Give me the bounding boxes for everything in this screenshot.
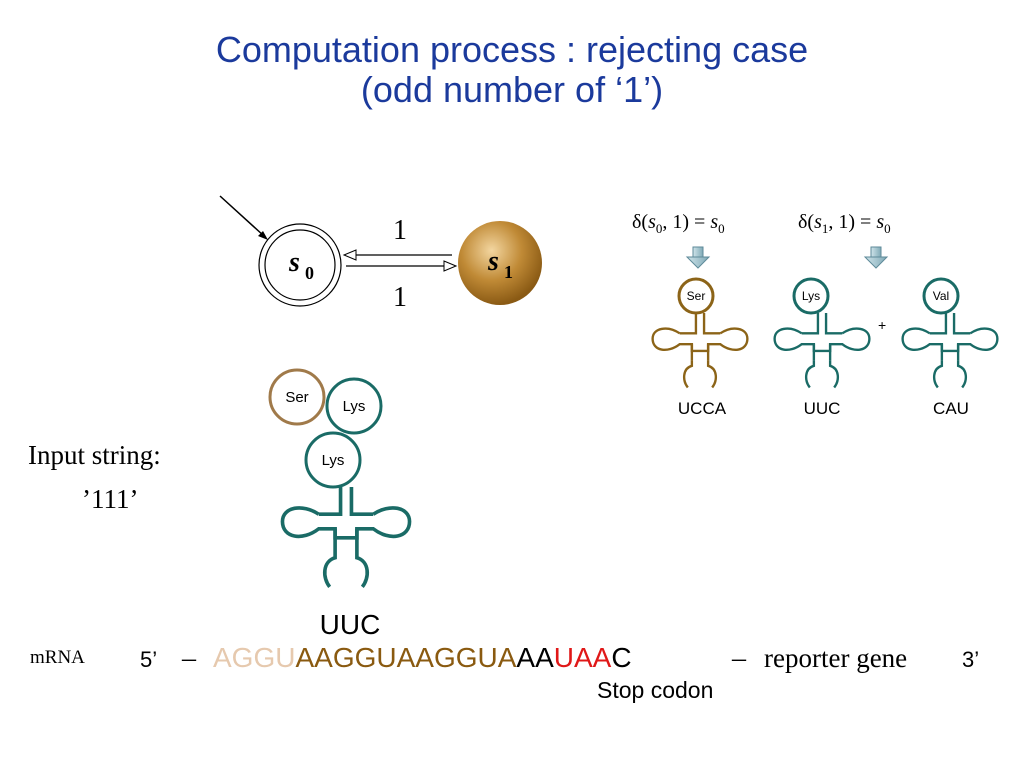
trna-center-body <box>282 487 409 587</box>
trna-ser-anticodon: UCCA <box>678 399 727 418</box>
trna-val-anticodon: CAU <box>933 399 969 418</box>
mrna-dash-left: – <box>181 643 197 674</box>
slide-title: Computation process : rejecting case (od… <box>0 30 1024 110</box>
trna-lys-amino: Lys <box>802 289 820 303</box>
svg-text:AGGUAAGGUAAGGUAAAUAAC: AGGUAAGGUAAGGUAAAUAAC <box>213 642 632 673</box>
state-s1-sub: 1 <box>504 262 513 282</box>
trna-val-body <box>901 311 999 389</box>
stop-codon-label: Stop codon <box>597 677 713 703</box>
trna-right-lys: Lys UUC <box>773 277 871 418</box>
state-s1: s 1 <box>458 221 542 305</box>
transition-1-to-sub: 0 <box>718 221 725 236</box>
peptide-chain: Ser Lys <box>268 368 383 435</box>
start-arrowhead-icon <box>258 231 268 240</box>
down-arrow-icon <box>863 246 889 269</box>
transition-1-to: s <box>710 211 718 233</box>
mrna-seq-black: AA <box>516 642 554 673</box>
mrna-line: mRNA 5’ – AGGUAAGGUAAGGUAAAUAAC – report… <box>30 642 979 703</box>
mrna-seq-end: C <box>611 642 631 673</box>
trna-lys-anticodon: UUC <box>804 399 841 418</box>
mrna-five-prime: 5’ <box>140 647 157 672</box>
input-label: Input string: <box>28 440 161 470</box>
trna-right-ser: Ser UCCA <box>651 277 749 418</box>
edge-bottom-arrowhead-icon <box>443 260 458 272</box>
edge-top-label: 1 <box>393 215 407 246</box>
svg-text:δ(s0, 1) = s0: δ(s0, 1) = s0 <box>632 211 725 236</box>
trna-center-lys-circle <box>304 431 362 489</box>
state-s1-name: s <box>487 246 499 277</box>
chain-ser-circle <box>268 368 326 426</box>
state-s0: s 0 <box>258 223 342 307</box>
down-arrow-icon <box>685 246 711 269</box>
chain-lys-top-label: Lys <box>343 398 366 415</box>
transition-1: δ(s0, 1) = s0 <box>632 211 725 269</box>
transition-2-delta: δ( <box>798 211 814 233</box>
transition-2-symbol: , 1) = <box>828 211 876 233</box>
trna-center-lys-label: Lys <box>322 452 345 469</box>
mrna-stop-codon-seq: UAA <box>554 642 612 673</box>
state-s0-name: s <box>288 247 300 278</box>
transition-1-from-sub: 0 <box>656 221 663 236</box>
chain-ser-label: Ser <box>285 389 308 406</box>
trna-ser-amino: Ser <box>687 289 706 303</box>
mrna-seq-brown: AAGGUAAGGUA <box>295 642 516 673</box>
chain-lys-top-circle <box>325 377 383 435</box>
transition-2-from-sub: 1 <box>822 221 829 236</box>
title-line-1: Computation process : rejecting case <box>215 29 809 70</box>
state-s0-sub: 0 <box>305 263 314 283</box>
state-s1-circle <box>458 221 542 305</box>
transition-2-from: s <box>814 211 822 233</box>
title-line-2: (odd number of ‘1’) <box>360 69 664 110</box>
mrna-three-prime: 3’ <box>962 647 979 672</box>
trna-lys-body <box>773 311 871 389</box>
mrna-label: mRNA <box>30 647 85 668</box>
transition-2: δ(s1, 1) = s0 <box>798 211 891 269</box>
trna-ser-body <box>651 311 749 389</box>
svg-text:δ(s1, 1) = s0: δ(s1, 1) = s0 <box>798 211 891 236</box>
trna-right-val: Val CAU <box>901 277 999 418</box>
trna-center: Lys UUC <box>282 431 409 640</box>
start-arrow <box>219 195 265 237</box>
edge-bottom-label: 1 <box>393 282 407 313</box>
mrna-seq-pale: AGGU <box>213 642 295 673</box>
trna-center-anticodon: UUC <box>320 609 381 640</box>
transition-1-from: s <box>648 211 656 233</box>
transition-2-to-sub: 0 <box>884 221 891 236</box>
trna-val-amino: Val <box>933 289 949 303</box>
mrna-reporter: reporter gene <box>764 643 907 673</box>
edge-top-arrowhead-icon <box>342 249 357 261</box>
mrna-dash-right: – <box>731 643 747 674</box>
automaton: s 0 s 1 1 1 <box>219 195 542 313</box>
plus-sign: + <box>878 317 886 333</box>
transition-1-delta: δ( <box>632 211 648 233</box>
transition-1-symbol: , 1) = <box>662 211 710 233</box>
input-value: ’111’ <box>82 484 138 514</box>
transition-2-to: s <box>876 211 884 233</box>
